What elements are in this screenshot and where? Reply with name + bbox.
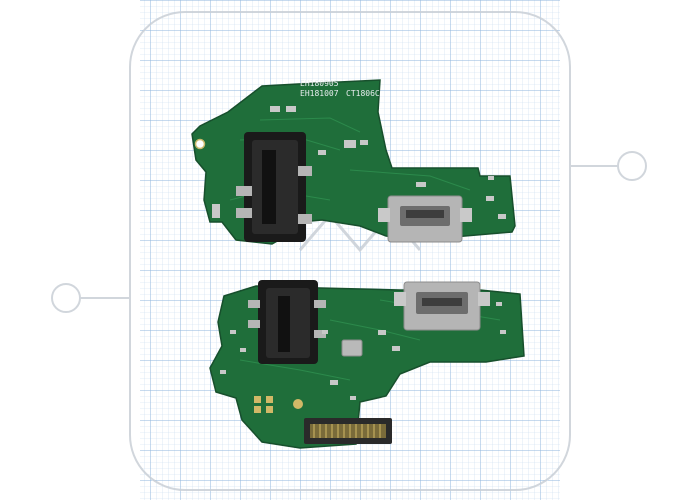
usb-port-back [394, 281, 490, 331]
silkscreen-line-2: EH181007 [300, 89, 339, 98]
microphone [341, 339, 363, 357]
audio-jack-back [248, 280, 326, 364]
usb-port [378, 195, 472, 243]
watermark-logo [51, 11, 647, 491]
mounting-hole [194, 138, 206, 150]
board-connector [304, 418, 392, 444]
silkscreen-line-1: EH180905 [300, 79, 339, 88]
pcb-bottom-board [209, 280, 525, 449]
pcb-top-board: EH180905 EH181007 CT1806C [191, 79, 516, 245]
audio-jack [236, 132, 312, 242]
silkscreen-line-3: CT1806C [346, 89, 380, 98]
